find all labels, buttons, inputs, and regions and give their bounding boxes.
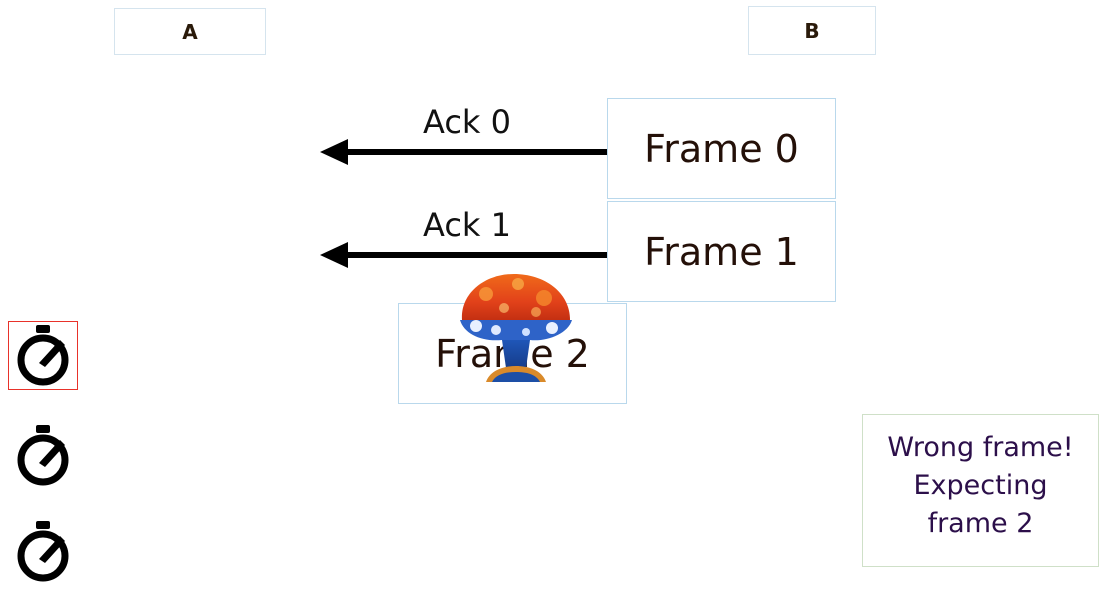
note-line-3: frame 2 bbox=[927, 508, 1034, 539]
explosion-icon bbox=[460, 274, 572, 382]
stopwatch-icon bbox=[17, 521, 69, 582]
wrong-frame-note: Wrong frame! Expecting frame 2 bbox=[862, 414, 1099, 567]
frame-1-label: Frame 1 bbox=[644, 229, 799, 274]
host-b-label: B bbox=[748, 6, 876, 55]
ack-0-label: Ack 0 bbox=[423, 103, 511, 141]
timer-1-highlight bbox=[8, 321, 78, 390]
host-b-text: B bbox=[804, 18, 820, 43]
frame-1-box: Frame 1 bbox=[607, 201, 836, 302]
stopwatch-icon bbox=[17, 325, 69, 386]
ack-1-label: Ack 1 bbox=[423, 206, 511, 244]
host-a-label: A bbox=[114, 8, 266, 55]
frame-0-label: Frame 0 bbox=[644, 126, 799, 171]
frame-0-box: Frame 0 bbox=[607, 98, 836, 199]
note-line-2: Expecting bbox=[913, 470, 1048, 501]
ack-1-arrow bbox=[320, 242, 610, 268]
ack-0-arrow bbox=[320, 139, 610, 165]
stopwatch-icon bbox=[17, 425, 69, 486]
host-a-text: A bbox=[182, 19, 198, 44]
note-line-1: Wrong frame! bbox=[887, 432, 1074, 463]
